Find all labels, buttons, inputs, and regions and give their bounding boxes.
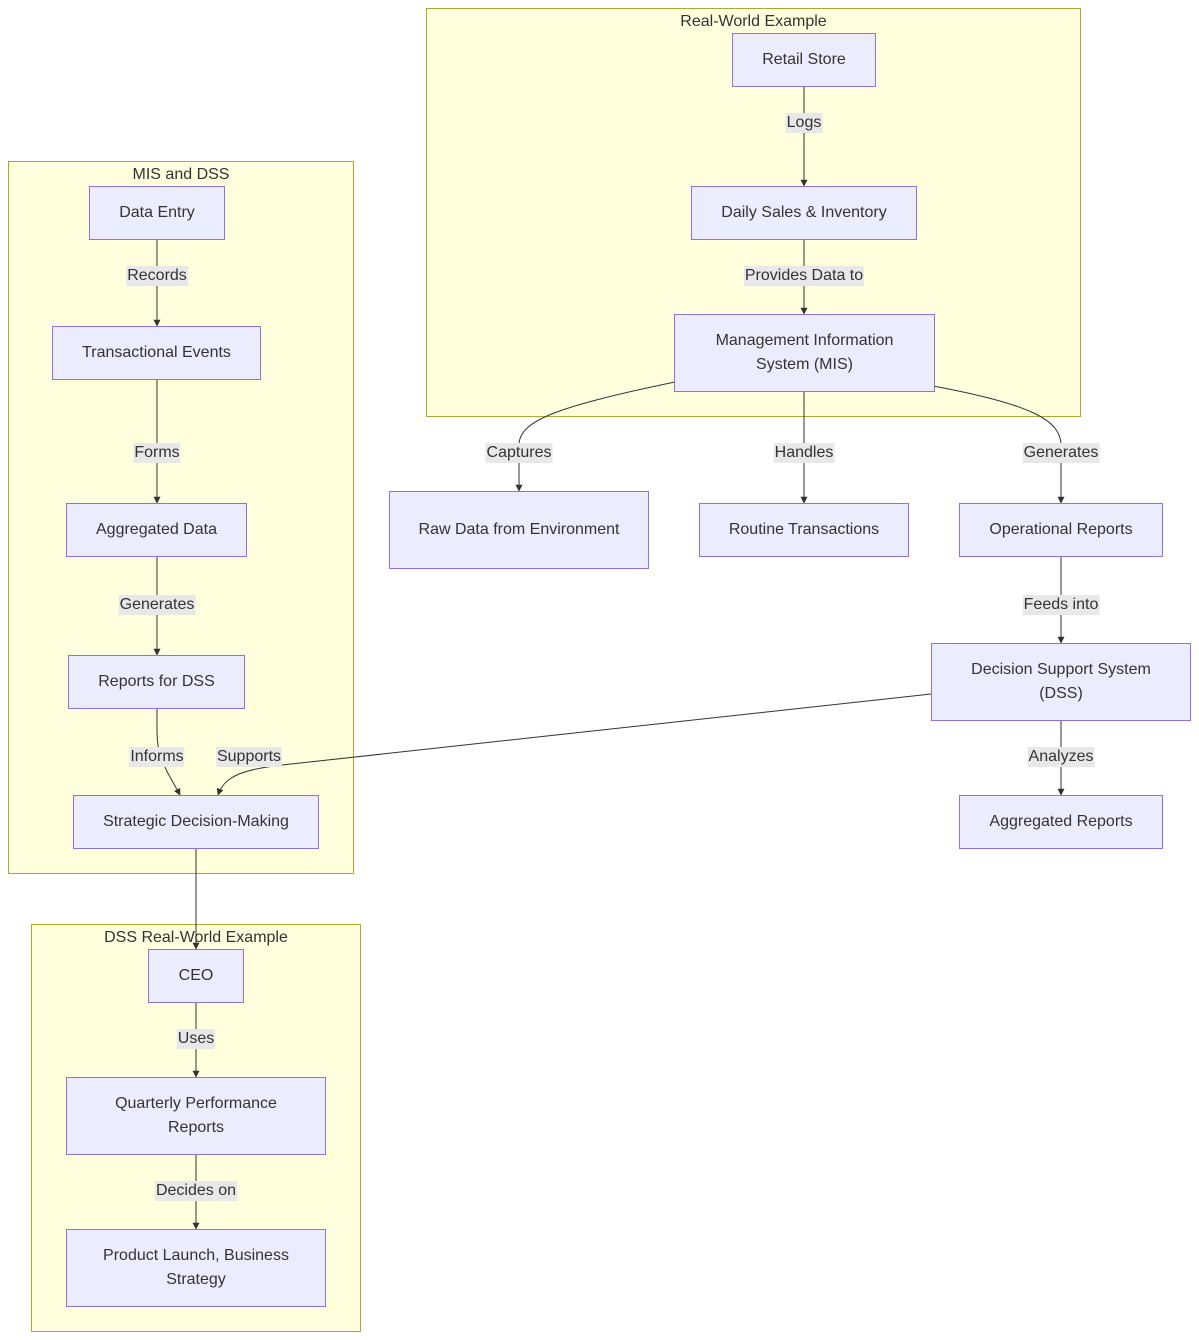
edge-label-captures: Captures <box>485 443 553 463</box>
node-strategic-decision-making[interactable]: Strategic Decision-Making <box>73 795 319 849</box>
edge-label-generates-dss: Generates <box>118 595 196 615</box>
edge-captures <box>515 381 676 492</box>
node-reports-for-dss[interactable]: Reports for DSS <box>68 655 245 709</box>
node-ceo[interactable]: CEO <box>148 949 244 1003</box>
edge-label-provides-data-to: Provides Data to <box>743 266 865 286</box>
node-daily-sales-inventory[interactable]: Daily Sales & Inventory <box>691 186 917 240</box>
node-management-information-system[interactable]: Management Information System (MIS) <box>674 314 935 392</box>
edge-label-informs: Informs <box>129 747 185 767</box>
edge-label-feeds-into: Feeds into <box>1022 595 1100 615</box>
edge-label-decides-on: Decides on <box>154 1181 238 1201</box>
edge-label-forms: Forms <box>133 443 181 463</box>
edge-generates-reports <box>932 385 1065 504</box>
node-raw-data[interactable]: Raw Data from Environment <box>389 491 649 569</box>
cluster-title: MIS and DSS <box>132 166 230 183</box>
node-data-entry[interactable]: Data Entry <box>89 186 225 240</box>
node-operational-reports[interactable]: Operational Reports <box>959 503 1163 557</box>
cluster-title: Real-World Example <box>680 13 827 30</box>
node-quarterly-performance-reports[interactable]: Quarterly Performance Reports <box>66 1077 326 1155</box>
edge-label-analyzes: Analyzes <box>1027 747 1095 767</box>
node-decision-support-system[interactable]: Decision Support System (DSS) <box>931 643 1191 721</box>
edge-label-logs: Logs <box>785 113 823 133</box>
node-transactional-events[interactable]: Transactional Events <box>52 326 261 380</box>
edge-label-generates-reports: Generates <box>1022 443 1100 463</box>
node-aggregated-data[interactable]: Aggregated Data <box>66 503 247 557</box>
node-product-launch-business-strategy[interactable]: Product Launch, Business Strategy <box>66 1229 326 1307</box>
edge-label-handles: Handles <box>773 443 835 463</box>
edge-label-supports: Supports <box>215 747 283 767</box>
node-aggregated-reports[interactable]: Aggregated Reports <box>959 795 1163 849</box>
edge-supports <box>216 693 932 796</box>
node-routine-transactions[interactable]: Routine Transactions <box>699 503 909 557</box>
edge-label-uses: Uses <box>176 1029 216 1049</box>
edge-label-records: Records <box>126 266 188 286</box>
node-retail-store[interactable]: Retail Store <box>732 33 876 87</box>
